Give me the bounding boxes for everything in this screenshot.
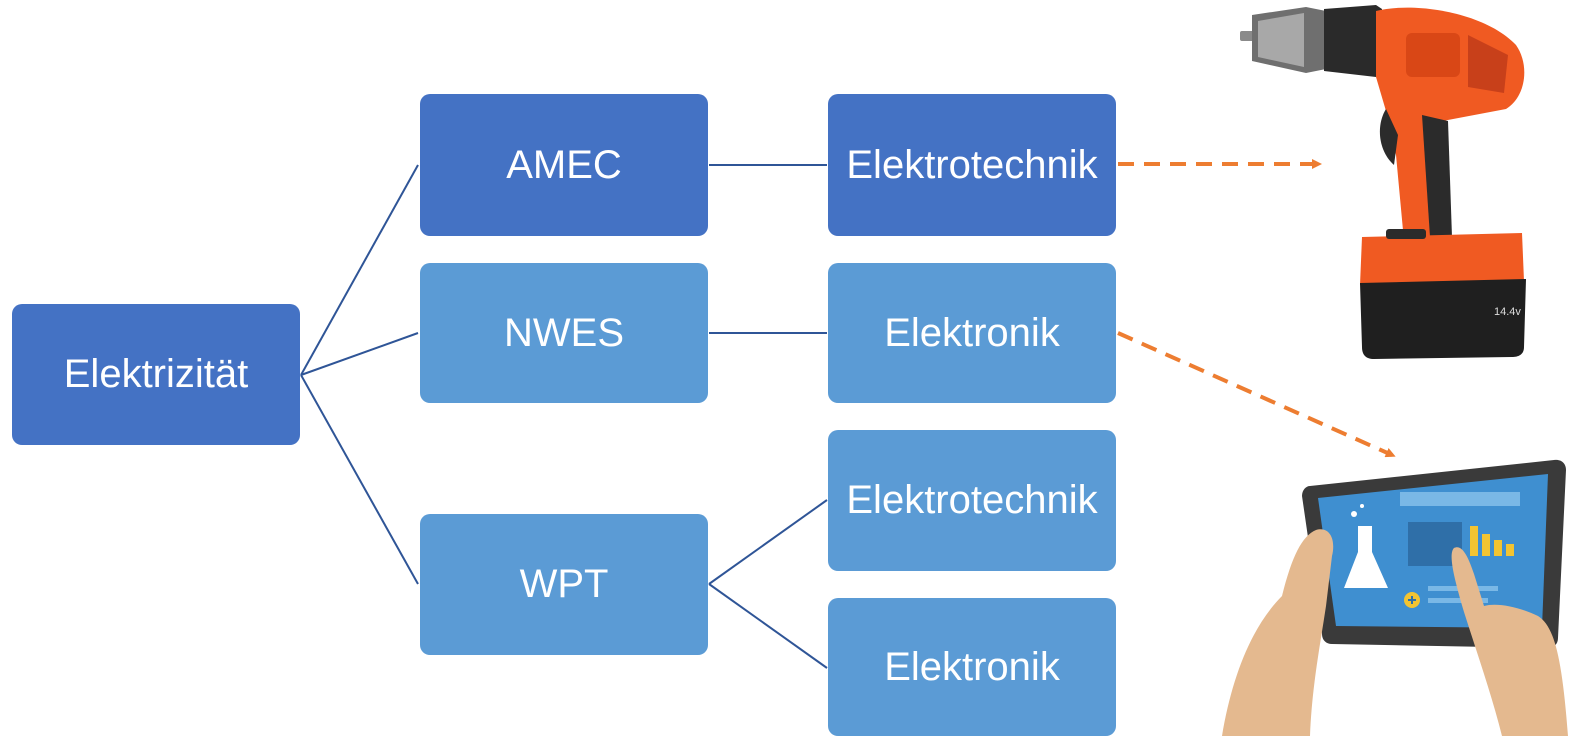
child-label: Elektrotechnik (846, 478, 1098, 522)
connector-root-amec (300, 164, 419, 376)
connector-wpt-elektrotechnik (708, 499, 828, 585)
child-node-wpt-elektrotechnik: Elektrotechnik (828, 430, 1116, 571)
power-drill-icon: 14.4v (1240, 5, 1526, 359)
child-label: Elektronik (884, 310, 1060, 355)
connector-wpt-elektronik (708, 583, 828, 669)
branch-label-amec: AMEC (506, 142, 622, 187)
child-node-nwes-elektronik: Elektronik (828, 263, 1116, 403)
child-node-amec-elektrotechnik: Elektrotechnik (828, 94, 1116, 236)
branch-node-amec: AMEC (420, 94, 708, 236)
branch-label-nwes: NWES (504, 310, 624, 355)
tablet-icon (1222, 459, 1568, 736)
root-label: Elektrizität (63, 352, 249, 396)
arrow-to-tablet (1117, 331, 1396, 458)
child-label: Elektrotechnik (846, 142, 1098, 187)
root-node: Elektrizität (12, 304, 300, 445)
connector-root-nwes (300, 332, 419, 376)
child-label: Elektronik (884, 644, 1060, 689)
connector-root-wpt (300, 374, 419, 585)
branch-node-wpt: WPT (420, 514, 708, 655)
branch-label-wpt: WPT (519, 562, 609, 606)
battery-label: 14.4v (1494, 306, 1521, 318)
child-node-wpt-elektronik: Elektronik (828, 598, 1116, 736)
branch-node-nwes: NWES (420, 263, 708, 403)
